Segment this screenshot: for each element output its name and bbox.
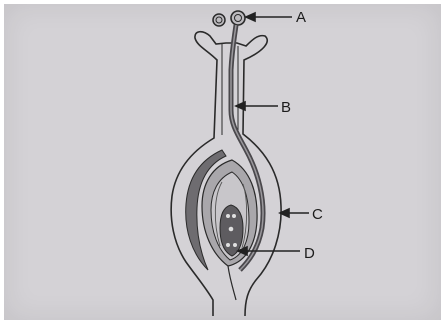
pollen-grain-right <box>231 11 245 25</box>
label-b: B <box>281 100 291 115</box>
label-a: A <box>296 10 306 25</box>
label-c: C <box>312 207 323 222</box>
label-d: D <box>304 246 315 261</box>
pollen-grain-left <box>213 14 225 26</box>
central-nucleus <box>229 227 234 232</box>
polar-nucleus <box>226 214 230 218</box>
egg-apparatus <box>226 243 230 247</box>
funicle <box>228 266 236 300</box>
